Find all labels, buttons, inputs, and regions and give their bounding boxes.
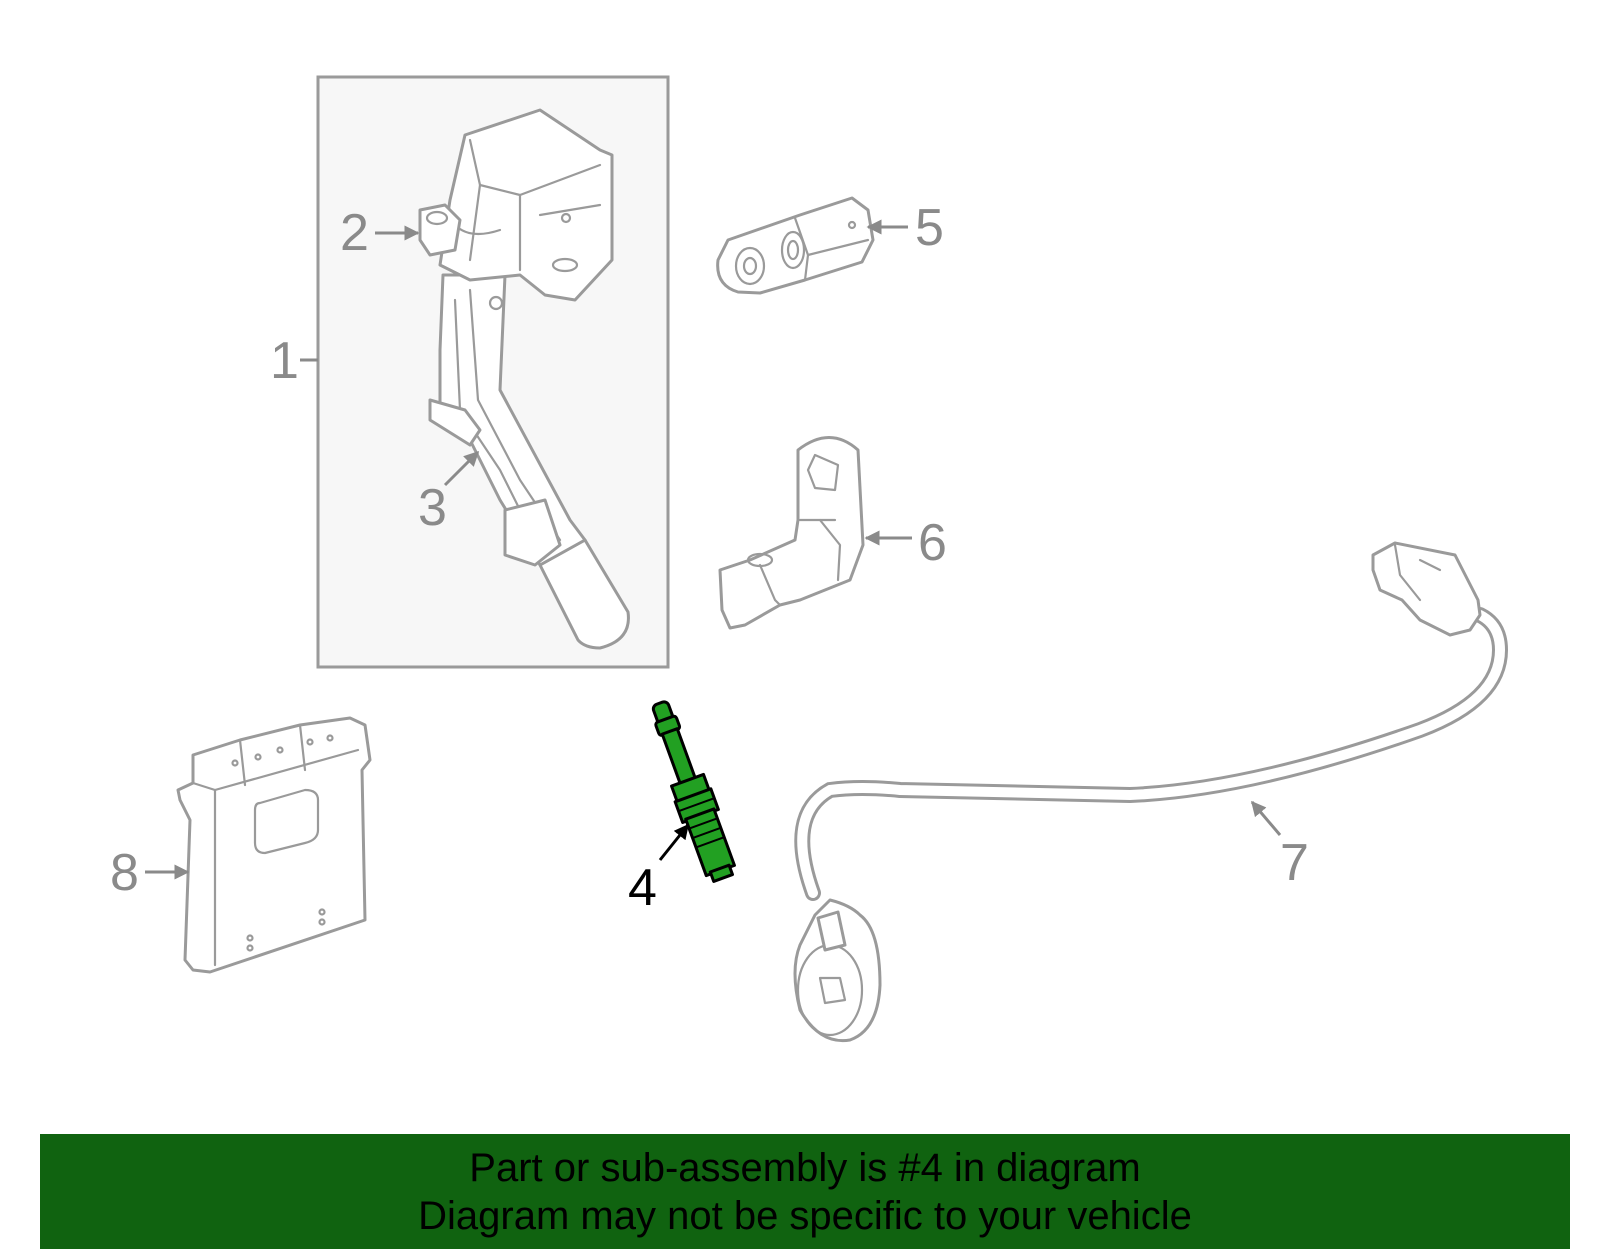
callout-8-label: 8 [110, 844, 139, 902]
callout-2-label: 2 [340, 204, 369, 262]
callout-6: 6 [864, 514, 947, 572]
callout-3: 3 [418, 450, 480, 537]
spark-plug-part-4[interactable] [642, 697, 741, 885]
callout-7: 7 [1250, 800, 1309, 892]
knock-sensor-part-7[interactable] [793, 541, 1509, 1043]
ignition-coil[interactable] [418, 108, 630, 650]
sensor-part-5[interactable] [716, 196, 875, 295]
callout-7-label: 7 [1280, 834, 1309, 892]
callout-8: 8 [110, 844, 190, 902]
callout-2: 2 [340, 204, 420, 262]
sensor-part-6[interactable] [718, 436, 865, 630]
ecu-part-8[interactable] [176, 716, 372, 974]
callout-5-label: 5 [915, 199, 944, 257]
banner-line-1: Part or sub-assembly is #4 in diagram [469, 1146, 1141, 1190]
callout-6-label: 6 [918, 514, 947, 572]
banner-line-2: Diagram may not be specific to your vehi… [418, 1194, 1192, 1238]
callout-4-label: 4 [628, 859, 657, 917]
callout-4: 4 [628, 823, 690, 917]
callout-3-label: 3 [418, 479, 447, 537]
callout-5: 5 [866, 199, 944, 257]
callout-1-label: 1 [270, 332, 299, 390]
info-banner: Part or sub-assembly is #4 in diagram Di… [40, 1134, 1570, 1249]
callout-1: 1 [270, 332, 318, 390]
